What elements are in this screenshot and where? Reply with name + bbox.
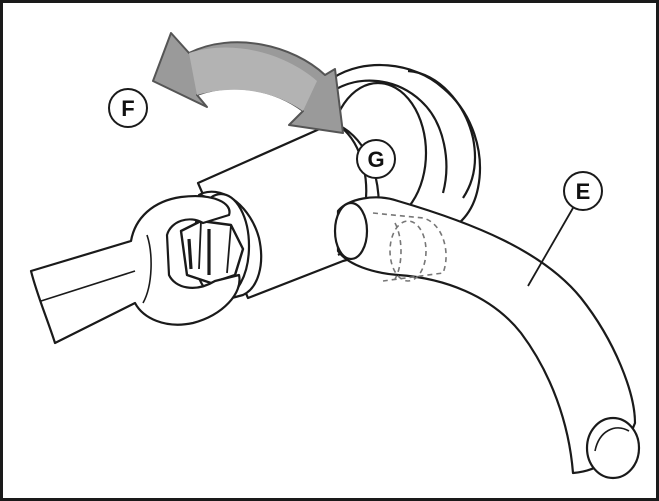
callout-e-label: E [576, 179, 591, 204]
callout-g: G [356, 139, 396, 179]
wrench [29, 195, 241, 345]
callout-f-label: F [121, 96, 134, 121]
rotation-arrow [152, 32, 344, 134]
hex-nut [179, 219, 245, 285]
callout-f: F [108, 88, 148, 128]
leader-line [527, 207, 574, 287]
callout-e: E [527, 171, 603, 287]
illustration: F G E [29, 32, 641, 480]
handle-e [333, 196, 641, 480]
hidden-stud [372, 212, 447, 282]
callout-g-label: G [367, 147, 384, 172]
